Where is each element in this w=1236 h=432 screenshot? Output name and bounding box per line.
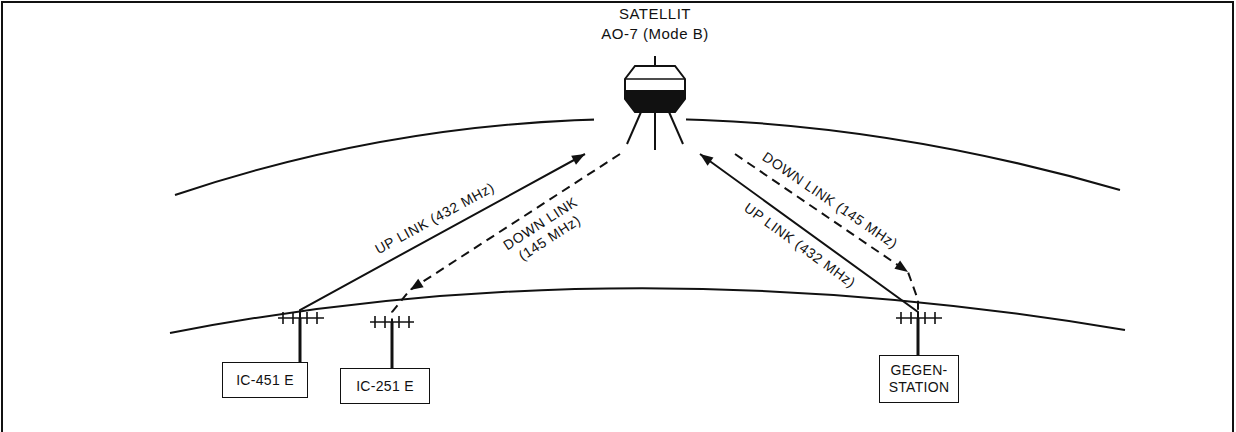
station-name: IC-451 E: [236, 372, 294, 389]
satellite: SATELLITAO-7 (Mode B): [545, 4, 765, 154]
station-box: IC-251 E: [340, 368, 430, 404]
downlink-arrow: [735, 154, 918, 355]
station-box: IC-451 E: [222, 362, 308, 398]
earth-arc: [170, 288, 1125, 333]
uplink-arrow: [300, 154, 585, 362]
link-label: DOWN LINK (145 MHz): [489, 187, 601, 276]
station-box: GEGEN- STATION: [879, 355, 959, 403]
yagi-antenna: [278, 312, 942, 328]
satellite-title: SATELLIT: [545, 4, 765, 24]
link-label: UP LINK (432 MHz): [370, 178, 499, 259]
station-name: GEGEN- STATION: [885, 362, 953, 396]
downlink-arrow: [392, 154, 620, 368]
satellite-title: AO-7 (Mode B): [545, 24, 765, 44]
station-name: IC-251 E: [356, 378, 414, 395]
